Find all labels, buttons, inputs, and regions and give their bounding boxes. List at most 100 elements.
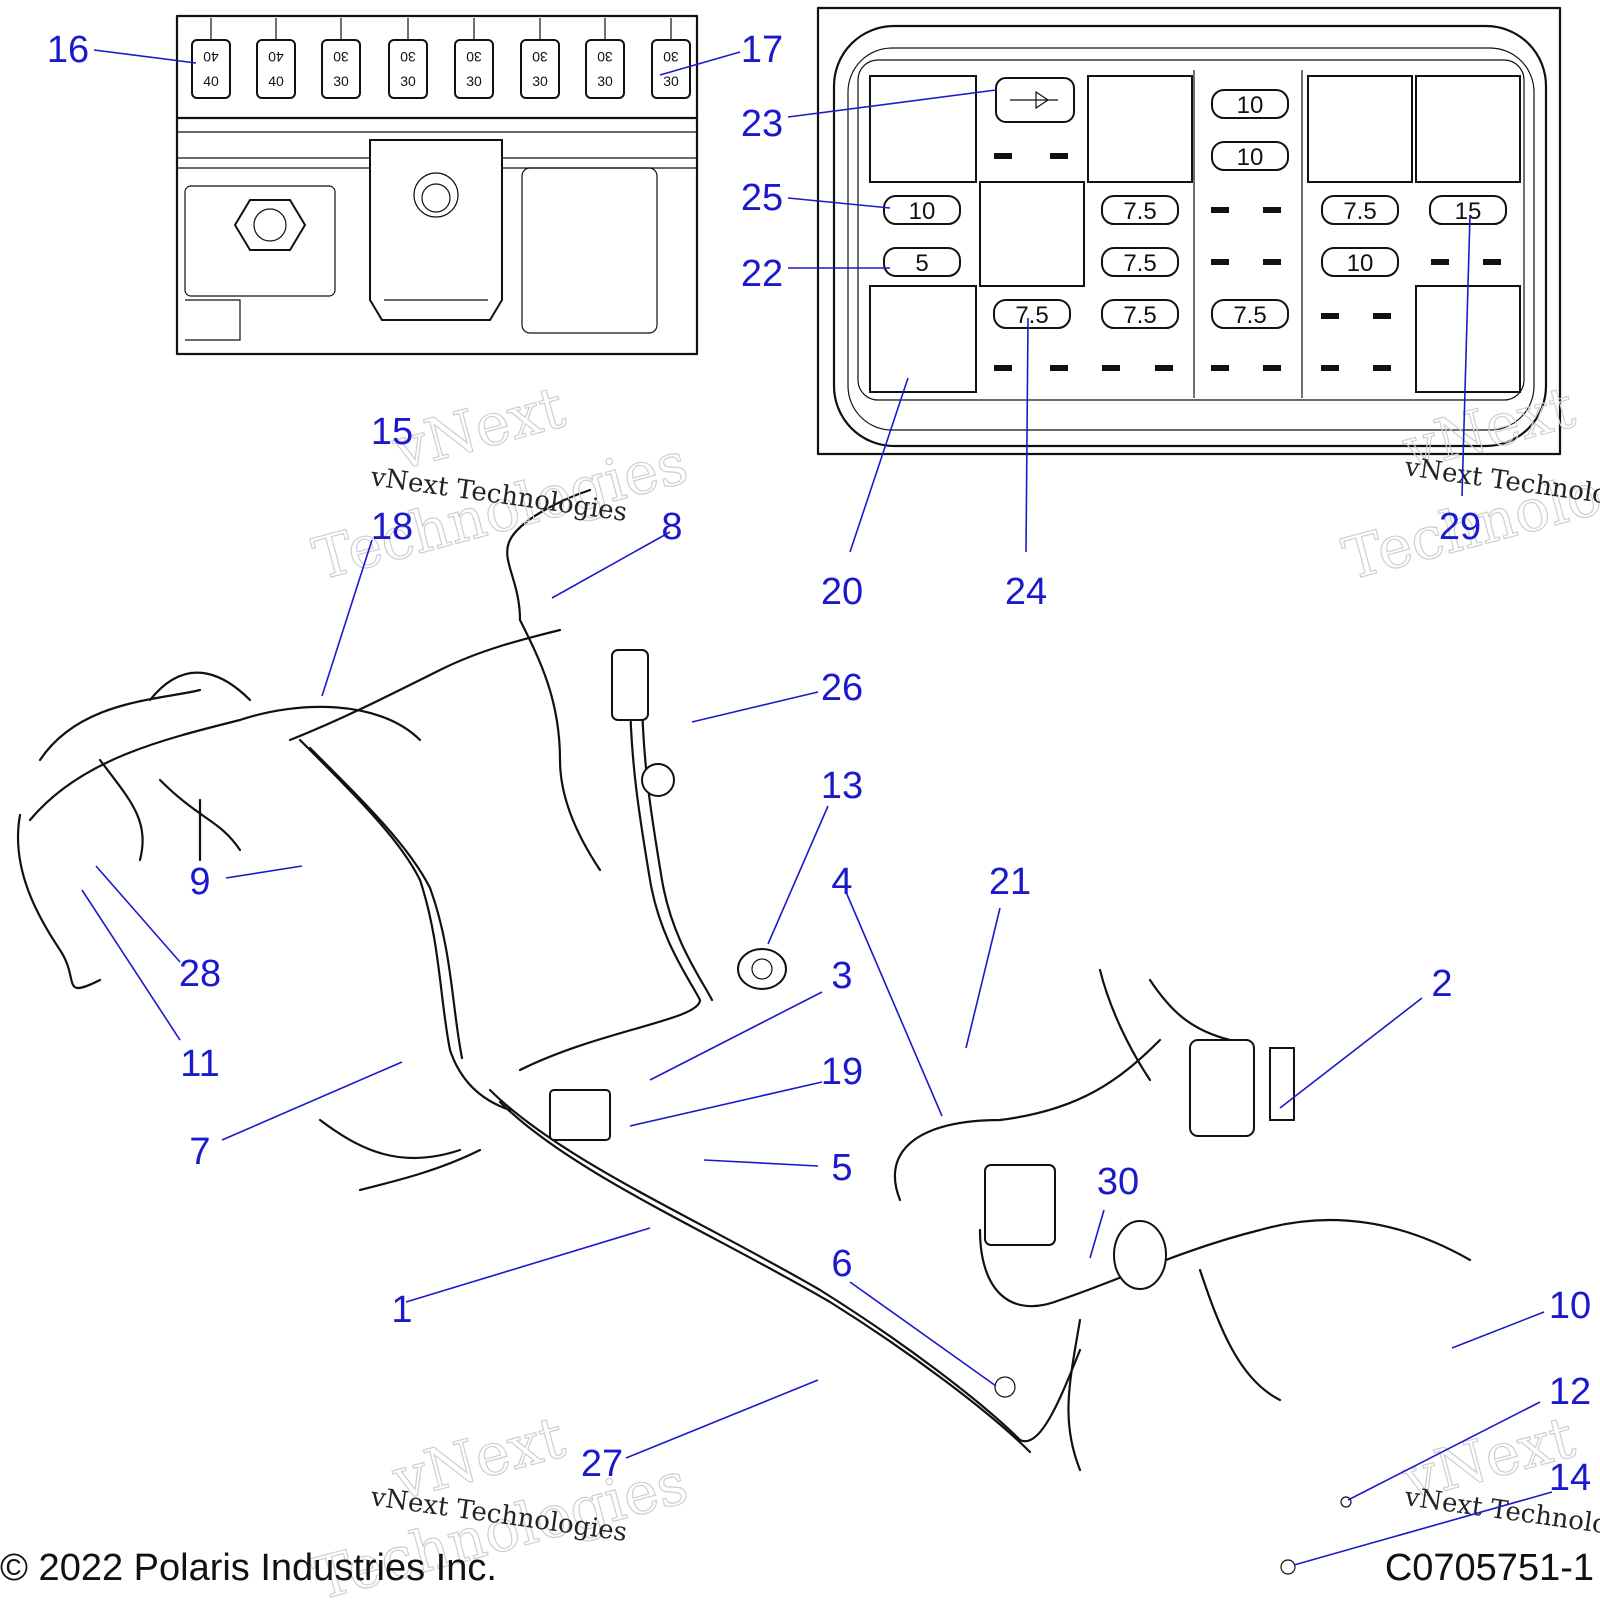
mini-fuse-label-12: 7.5 [1123,302,1156,329]
maxi-fuse-rating-flipped-4: 30 [400,49,416,65]
callout-leaders [81,49,1553,1566]
mini-fuse-7 [1101,247,1179,277]
callout-leader-24 [1025,317,1029,553]
maxi-fuse-rating-5: 30 [466,73,482,89]
callout-leader-7 [221,1061,403,1141]
mini-fuse-label-10: 15 [1455,198,1482,225]
callout-leader-26 [691,691,819,723]
mini-fuse-label-7: 7.5 [1123,250,1156,277]
callout-label-23: 23 [741,103,783,145]
callout-label-24: 24 [1005,571,1047,613]
clip-6 [994,1376,1016,1398]
callout-leader-19 [629,1081,823,1127]
mini-fuse-label-1: 10 [1237,92,1264,119]
mini-fuse-label-6: 7.5 [1123,198,1156,225]
callout-label-27: 27 [581,1443,623,1485]
maxi-fuse-rating-6: 30 [532,73,548,89]
figure-id: C0705751-1 [1385,1547,1594,1589]
callout-label-20: 20 [821,571,863,613]
callout-leader-29 [1461,214,1471,497]
mini-fuse-5 [993,299,1071,329]
callout-label-19: 19 [821,1051,863,1093]
mini-fuse-8 [1211,299,1289,329]
callout-label-17: 17 [741,29,783,71]
callout-leader-9 [225,865,303,879]
maxi-fuse-rating-flipped-1: 40 [203,49,219,65]
callout-leader-3 [649,991,823,1081]
maxi-fuse-3 [321,39,361,99]
maxi-fuse-rating-2: 40 [268,73,284,89]
relay-top-left [869,75,977,183]
callout-label-8: 8 [661,506,682,548]
mini-fuse-6 [1101,195,1179,225]
callout-leader-23 [787,89,997,118]
callout-label-4: 4 [831,861,852,903]
callout-leader-30 [1089,1209,1105,1259]
mini-fuse-label-5: 7.5 [1015,302,1048,329]
watermark-group: vNext Technologies vNext Technologies vN… [305,372,1600,1600]
copyright-text: © 2022 Polaris Industries Inc. [0,1547,497,1589]
callout-leader-17 [659,51,741,76]
inset-frame-left [175,14,699,356]
maxi-fuse-5 [454,39,494,99]
callout-leader-21 [965,907,1001,1049]
callout-label-25: 25 [741,177,783,219]
mini-fuse-label-8: 7.5 [1233,302,1266,329]
nut-12 [1340,1496,1352,1508]
inset-frame-right [816,6,1562,456]
mini-fuse-4 [883,247,961,277]
maxi-fuse-rating-4: 30 [400,73,416,89]
callout-label-30: 30 [1097,1161,1139,1203]
maxi-fuse-6 [520,39,560,99]
callout-leader-4 [845,891,943,1117]
callout-leader-1 [405,1227,651,1303]
callout-label-5: 5 [831,1147,852,1189]
maxi-fuse-2 [256,39,296,99]
callout-label-3: 3 [831,955,852,997]
maxi-fuse-rating-3: 30 [333,73,349,89]
callout-label-21: 21 [989,861,1031,903]
mini-fuse-label-4: 5 [915,250,928,277]
grommet-13 [737,948,787,990]
maxi-fuse-rating-flipped-7: 30 [597,49,613,65]
relay-bottom-left [869,285,977,393]
module-2 [1189,1039,1255,1137]
maxi-fuse-7 [585,39,625,99]
callout-leader-18 [321,539,373,697]
callout-label-12: 12 [1549,1371,1591,1413]
callout-leader-27 [625,1379,819,1459]
callout-leader-6 [849,1281,997,1387]
callout-label-15: 15 [371,411,413,453]
maxi-fuse-rating-8: 30 [663,73,679,89]
mini-fuse-label-9: 10 [1347,250,1374,277]
callout-leader-14 [1293,1491,1553,1566]
mini-fuse-label-11: 7.5 [1343,198,1376,225]
callout-leader-8 [551,531,671,599]
callout-label-22: 22 [741,253,783,295]
callout-leader-2 [1279,997,1423,1109]
callout-label-18: 18 [371,506,413,548]
wire-harness-drawing [16,488,1472,1575]
callout-label-1: 1 [391,1289,412,1331]
callout-label-2: 2 [1431,963,1452,1005]
callout-leader-16 [93,49,197,64]
callout-leader-28 [95,865,181,963]
callout-label-28: 28 [179,953,221,995]
maxi-fuse-rating-flipped-8: 30 [663,49,679,65]
callout-label-29: 29 [1439,506,1481,548]
maxi-fuse-rating-flipped-6: 30 [532,49,548,65]
cap-14 [1280,1559,1296,1575]
callout-leader-25 [787,197,891,209]
maxi-fuse-1 [191,39,231,99]
callout-label-11: 11 [180,1043,219,1085]
maxi-fuse-rating-flipped-3: 30 [333,49,349,65]
maxi-fuse-rating-flipped-2: 40 [268,49,284,65]
relay-center [979,181,1085,287]
mini-fuse-label-2: 10 [1237,144,1264,171]
callout-leader-20 [849,377,909,553]
